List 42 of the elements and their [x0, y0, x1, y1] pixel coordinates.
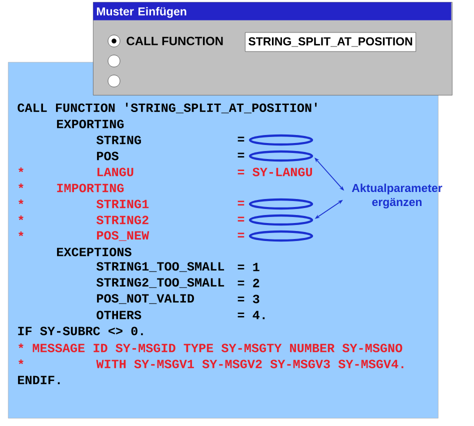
code-text: = 2: [238, 278, 260, 288]
oval: [248, 134, 314, 146]
code-text: = 3: [238, 294, 260, 304]
oval: [248, 150, 314, 162]
code-text: *: [18, 215, 24, 220]
oval: [248, 198, 314, 210]
code-text: STRING2_TOO_SMALL: [96, 278, 224, 288]
code-text: LANGU: [98, 168, 134, 176]
code-text: = 4.: [238, 310, 265, 320]
code-text: CALL FUNCTION 'STRING_SPLIT_AT_POSITION': [18, 102, 317, 114]
code-text: = 1: [238, 262, 260, 272]
code-text: STRING2: [96, 216, 148, 224]
code-text: IF SY-SUBRC <> 0.: [18, 326, 143, 336]
code-text: WITH SY-MSGV1 SY-MSGV2 SY-MSGV3 SY-MSGV4.: [96, 360, 404, 368]
code-text: OTHERS: [96, 310, 142, 320]
oval: [248, 230, 314, 242]
code-text: *: [18, 343, 24, 348]
code-text: POS_NOT_VALID: [97, 294, 194, 304]
code-text: *: [18, 167, 24, 172]
code-text: EXCEPTIONS: [57, 248, 132, 256]
dialog-label: CALL FUNCTION: [126, 36, 223, 46]
code-text: MESSAGE ID SY-MSGID TYPE SY-MSGTY NUMBER SY-MSGNO: [32, 344, 402, 352]
code-text: ENDIF.: [18, 376, 60, 384]
code-text: POS_NEW: [97, 231, 150, 241]
oval: [248, 214, 314, 226]
code-text: IMPORTING: [57, 184, 124, 192]
code-text: EXPORTING: [57, 120, 124, 128]
code-text: POS: [97, 152, 118, 160]
code-text: *: [18, 183, 24, 188]
text-field: STRING_SPLIT_AT_POSITION: [245, 32, 416, 52]
code-text: *: [18, 199, 24, 204]
code-text: =: [238, 216, 244, 222]
code-text: STRING1_TOO_SMALL: [96, 262, 224, 272]
code-text: = SY-LANGU: [238, 168, 312, 176]
code-text: =: [238, 232, 244, 238]
code-text: =: [238, 200, 244, 206]
code-text: STRING1: [96, 200, 149, 208]
code-text: *: [18, 359, 24, 364]
code-text: STRING: [96, 136, 141, 144]
code-text: =: [238, 152, 244, 158]
code-text: *: [18, 231, 24, 236]
code-text: =: [238, 136, 244, 142]
